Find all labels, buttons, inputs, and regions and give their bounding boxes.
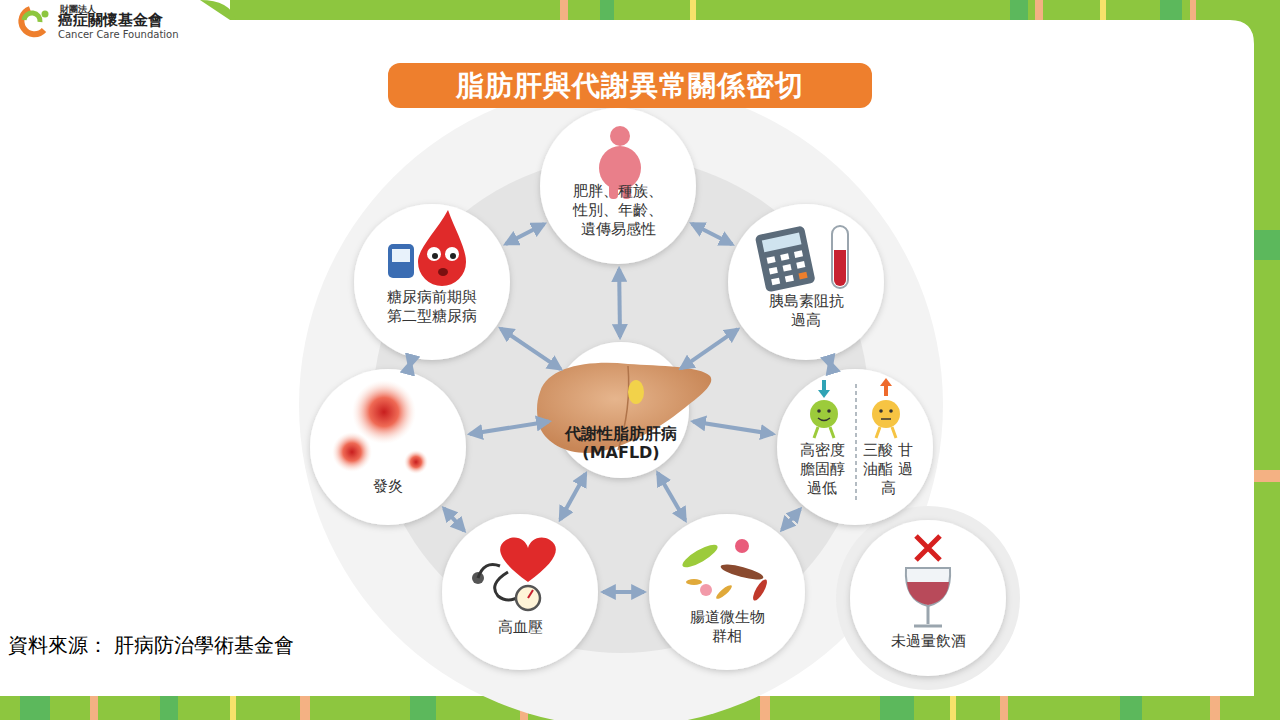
double-arrow (409, 362, 410, 367)
factor-label: 肥胖、種族、 性別、年齡、 遺傳易感性 (568, 182, 668, 239)
text-group: 高血壓 (442, 618, 598, 637)
logo-text: 癌症關懷基金會 (58, 11, 163, 30)
double-arrow (506, 224, 544, 244)
double-arrow (603, 590, 644, 594)
text-group: 未過量飲酒 (850, 632, 1006, 651)
text-group: 高密度 膽固醇 過低三酸 甘油酯 過高 (777, 441, 933, 498)
center-label: 代謝性脂肪肝病 (MAFLD) (556, 424, 686, 462)
text-group: 胰島素阻抗 過高 (728, 292, 884, 330)
source-note: 資料來源： 肝病防治學術基金會 (8, 632, 294, 659)
double-arrow (681, 329, 738, 368)
factor-circle: 肥胖、種族、 性別、年齡、 遺傳易感性 (540, 108, 696, 264)
factor-label: 糖尿病前期與 第二型糖尿病 (382, 288, 482, 326)
text-group: 糖尿病前期與 第二型糖尿病 (354, 288, 510, 326)
center-circle: 代謝性脂肪肝病 (MAFLD) (553, 342, 689, 478)
double-arrow (830, 362, 832, 368)
factor-label: 胰島素阻抗 過高 (761, 292, 851, 330)
factor-circle: 未過量飲酒 (850, 520, 1006, 676)
factor-circle: 高血壓 (442, 514, 598, 670)
text-group: 腸道微生物 群相 (649, 608, 805, 646)
factor-circle: 糖尿病前期與 第二型糖尿病 (354, 204, 510, 360)
double-arrow (560, 474, 585, 520)
factor-circle: 發炎 (310, 369, 466, 525)
factor-label: 三酸 甘油酯 過高 (863, 441, 913, 498)
text-group: 代謝性脂肪肝病 (MAFLD) (553, 424, 689, 462)
factor-circle: 腸道微生物 群相 (649, 514, 805, 670)
factor-label: 未過量飲酒 (891, 632, 966, 651)
title-banner: 脂肪肝與代謝異常關係密切 (388, 63, 872, 108)
double-arrow (444, 508, 464, 530)
double-arrow (470, 421, 549, 434)
double-arrow (782, 509, 800, 530)
factor-label: 高密度 膽固醇 過低 (797, 441, 847, 498)
double-arrow (501, 329, 561, 370)
double-arrow (693, 421, 773, 434)
text-group: 發炎 (310, 477, 466, 496)
factor-label: 發炎 (373, 477, 403, 496)
double-arrow (617, 269, 622, 337)
double-arrow (692, 224, 732, 245)
factor-circle: 胰島素阻抗 過高 (728, 204, 884, 360)
text-group: 肥胖、種族、 性別、年齡、 遺傳易感性 (540, 182, 696, 239)
factor-circle: 高密度 膽固醇 過低三酸 甘油酯 過高 (777, 369, 933, 525)
factor-label: 高血壓 (498, 618, 543, 637)
logo-text: Cancer Care Foundation (58, 29, 179, 40)
factor-label: 腸道微生物 群相 (682, 608, 772, 646)
double-arrow (658, 473, 685, 520)
